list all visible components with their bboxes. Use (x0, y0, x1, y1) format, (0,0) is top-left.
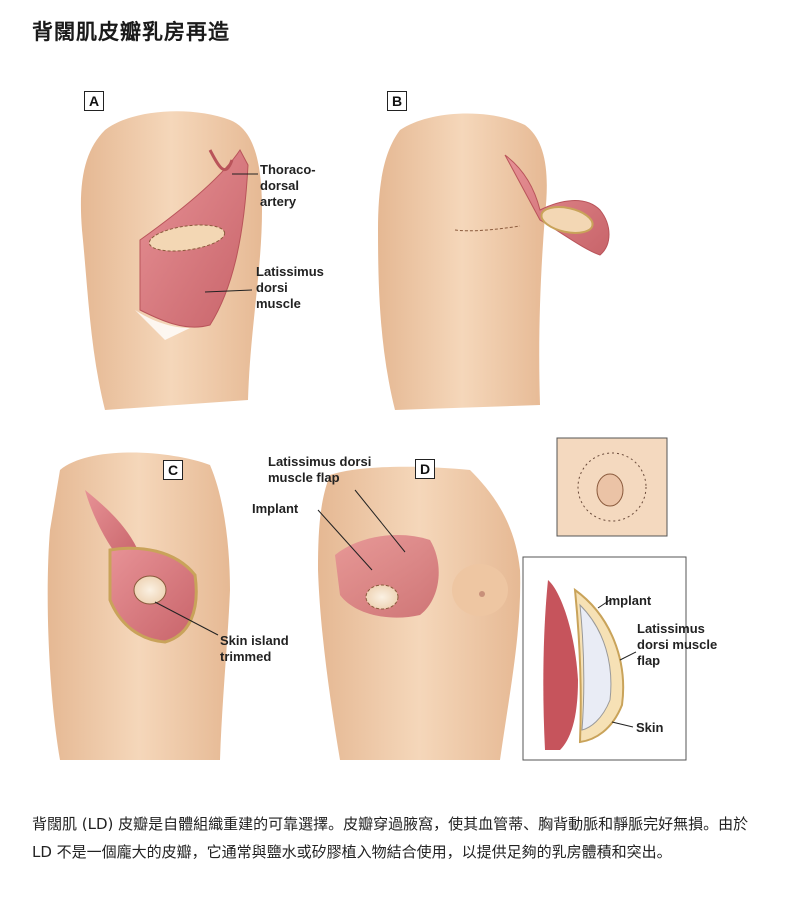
breast-reconstruction-figure: A B C D Thoraco- dorsal artery Latissimu… (0, 70, 794, 790)
label-implant-d: Implant (252, 501, 299, 516)
panel-letter-d: D (415, 459, 435, 479)
label-latissimus-dorsi-flap-d: Latissimus dorsi muscle flap (268, 454, 372, 485)
label-latissimus-dorsi-muscle-a: Latissimus dorsi muscle (256, 264, 324, 311)
illustration-canvas (47, 111, 687, 761)
label-thoracodorsal-artery: Thoraco- dorsal artery (260, 162, 316, 209)
label-implant-inset: Implant (605, 593, 652, 608)
label-skin-inset: Skin (636, 720, 664, 735)
label-skin-island-trimmed: Skin island trimmed (220, 633, 289, 664)
panel-letter-c: C (163, 460, 183, 480)
panel-a-illustration (80, 111, 262, 411)
label-latissimus-dorsi-flap-inset: Latissimus dorsi muscle flap (637, 621, 718, 668)
panel-letter-b: B (387, 91, 407, 111)
panel-b-illustration (378, 113, 610, 410)
panel-letter-a: A (84, 91, 104, 111)
page-title: 背闊肌皮瓣乳房再造 (32, 20, 230, 44)
panel-d-illustration (317, 466, 521, 760)
nipple-inset-illustration (556, 437, 668, 537)
cross-section-inset-illustration (522, 556, 687, 761)
panel-c-illustration (47, 452, 230, 760)
figure-caption: 背闊肌 (LD) 皮瓣是自體組織重建的可靠選擇。皮瓣穿過腋窩，使其血管蒂、胸背動… (32, 815, 749, 861)
